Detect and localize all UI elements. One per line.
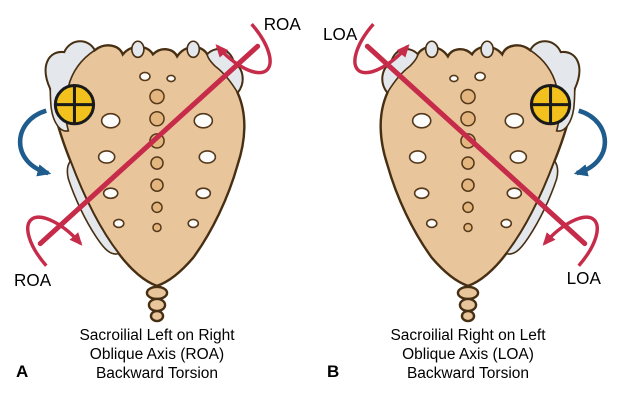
caption-line-1: Sacroilial Left on Right <box>79 327 235 345</box>
panel-label-b: B <box>327 362 340 382</box>
torsion-arrow-icon <box>18 108 52 177</box>
articular-process-left <box>424 40 439 59</box>
caption-line-2: Oblique Axis (ROA) <box>89 346 225 364</box>
panel-b: LOA LOA B Sacroilial Right on Left Obliq… <box>317 4 619 384</box>
panel-b-caption: B Sacroilial Right on Left Oblique Axis … <box>317 327 619 384</box>
sacrum-illustration <box>353 23 607 323</box>
sacral-torsion-figure: ROA ROA A Sacroilial Left on Right Obliq… <box>6 4 619 384</box>
panel-b-illustration: LOA LOA <box>323 23 607 323</box>
articular-process-right <box>480 40 494 59</box>
sacral-foramina <box>408 71 528 229</box>
caption-line-3: Backward Torsion <box>95 364 219 382</box>
auricular-surface-right <box>206 48 244 94</box>
oblique-axis-line <box>364 43 588 247</box>
axis-label-top: LOA <box>323 25 358 44</box>
oblique-axis-line <box>37 43 261 247</box>
coccyx <box>456 285 480 323</box>
rotation-arrow-bottom-icon <box>542 215 599 267</box>
caption-line-1: Sacroilial Right on Left <box>390 327 546 345</box>
rotation-arrow-top-icon <box>353 23 410 75</box>
panel-a-illustration: ROA ROA <box>14 15 302 323</box>
panel-label-a: A <box>16 362 29 382</box>
sacral-foramina <box>97 71 217 229</box>
rotation-arrow-bottom-icon <box>26 215 83 267</box>
inferior-lateral-edge <box>66 159 121 255</box>
axis-label-bottom: LOA <box>567 269 602 288</box>
articular-process-right <box>186 40 201 59</box>
torsion-arrow-icon <box>573 108 607 177</box>
axis-label-top: ROA <box>264 15 302 34</box>
crosshair-marker-icon <box>529 84 572 126</box>
axis-label-bottom: ROA <box>14 271 52 290</box>
caption-line-3: Backward Torsion <box>406 364 530 382</box>
coccyx <box>145 285 169 323</box>
rotation-arrow-top-icon <box>215 23 272 75</box>
articular-process-left <box>131 40 145 59</box>
inferior-lateral-edge <box>504 159 559 255</box>
auricular-surface-left <box>381 48 419 94</box>
panel-a: ROA ROA A Sacroilial Left on Right Obliq… <box>6 4 308 384</box>
panel-a-caption: A Sacroilial Left on Right Oblique Axis … <box>6 327 308 384</box>
caption-line-2: Oblique Axis (LOA) <box>402 346 534 364</box>
sacrum-illustration <box>18 23 272 323</box>
crosshair-marker-icon <box>53 84 96 126</box>
